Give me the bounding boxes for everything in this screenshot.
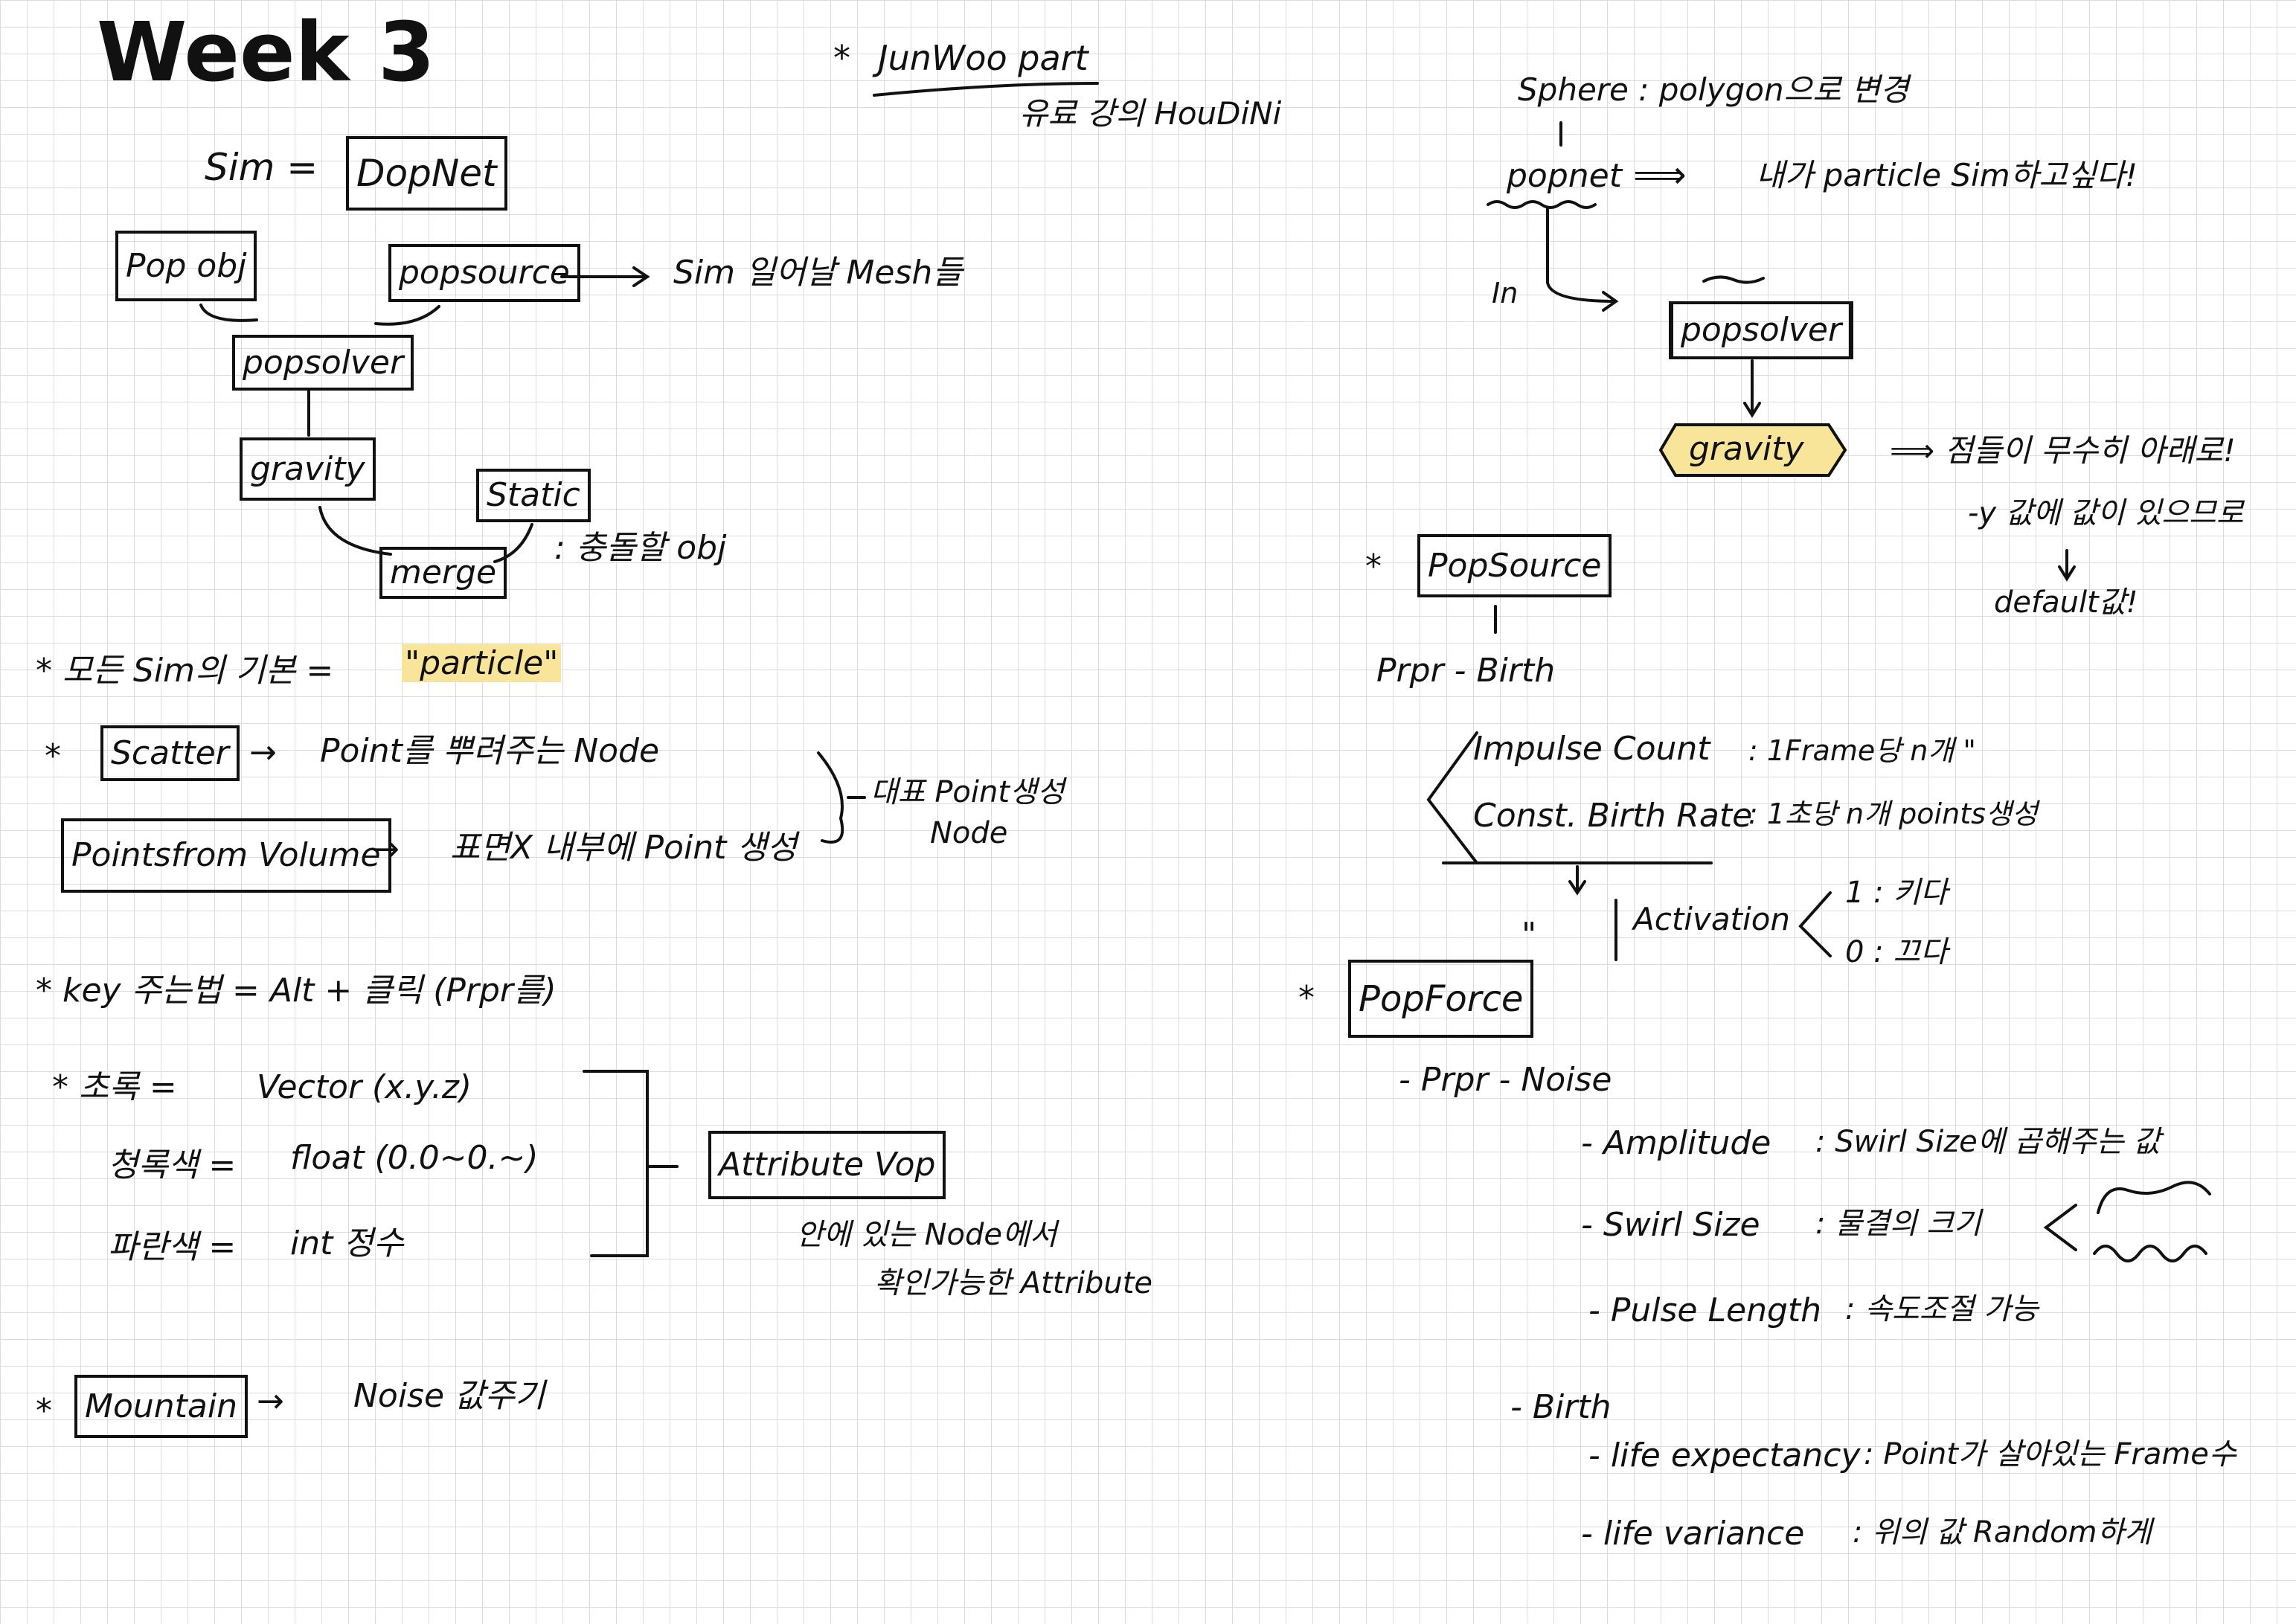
arrowhead-y-default xyxy=(2058,565,2076,582)
pulse-length-desc: : 속도조절 가능 xyxy=(1845,1292,2039,1326)
swirl-small-icon xyxy=(2093,1245,2207,1262)
in-label: In xyxy=(1492,277,1519,309)
gravity-node-shape xyxy=(1658,423,1847,477)
impulse-count-desc: : 1Frame당 n개 " xyxy=(1748,734,1976,767)
swirl-size-desc: : 물결의 크기 xyxy=(1815,1207,1981,1241)
connector-popobj-popsolver xyxy=(199,304,258,322)
noise-prpr: - Prpr - Noise xyxy=(1399,1061,1612,1099)
arrowhead-popnet-popsolver xyxy=(1602,291,1619,312)
static-box: Static xyxy=(476,469,591,522)
gravity-note: ⟹ 점들이 무수히 아래로! xyxy=(1890,432,2236,469)
activation-off: 0 : 끄다 xyxy=(1845,935,1948,969)
popnet-double-arrow: ⟹ xyxy=(1633,153,1687,196)
arrowhead-popsource-note xyxy=(632,266,650,287)
static-note: : 충돌할 obj xyxy=(554,529,727,567)
scatter-bullet: * xyxy=(45,737,61,775)
popnet-wavy-underline xyxy=(1487,200,1597,209)
connector-gravity-merge xyxy=(318,506,392,556)
brace-activation xyxy=(1798,891,1832,957)
life-variance-desc: : 위의 값 Random하게 xyxy=(1853,1515,2152,1550)
page-title: Week 3 xyxy=(97,4,435,100)
life-expectancy-label: - life expectancy xyxy=(1588,1437,1861,1474)
points-from-volume-desc: 표면X 내부에 Point 생성 xyxy=(450,829,798,867)
sim-equation-label: Sim = xyxy=(205,146,318,189)
popnet-label: popnet xyxy=(1507,157,1622,195)
y-value-note: -y 값에 값이 있으므로 xyxy=(1968,496,2244,530)
rep-node-line2: Node xyxy=(930,816,1008,850)
connector-static-merge xyxy=(493,523,533,563)
swirl-large-icon xyxy=(2097,1181,2211,1214)
connector-popsource-popsolver xyxy=(374,305,440,326)
attr-row-green-label: * 초록 = xyxy=(52,1068,177,1106)
arrowhead-popsolver-gravity xyxy=(1743,402,1761,418)
brace-birth-left xyxy=(1426,731,1478,864)
merge-box: merge xyxy=(379,547,507,599)
mountain-bullet: * xyxy=(36,1392,52,1430)
attribute-vop-box: Attribute Vop xyxy=(708,1131,946,1199)
points-from-volume-box: Pointsfrom Volume xyxy=(61,818,391,893)
swirl-size-label: - Swirl Size xyxy=(1581,1206,1760,1244)
particle-highlight: "particle" xyxy=(402,644,562,682)
scatter-box: Scatter xyxy=(100,725,240,781)
mountain-box: Mountain xyxy=(74,1375,248,1438)
attr-row-blue-value: int 정수 xyxy=(290,1225,404,1262)
life-expectancy-desc: : Point가 살아있는 Frame수 xyxy=(1864,1437,2236,1471)
pulse-length-label: - Pulse Length xyxy=(1588,1291,1822,1329)
popsource-bullet: * xyxy=(1365,548,1382,585)
birth-section: - Birth xyxy=(1510,1388,1612,1426)
attribute-vop-note-line1: 안에 있는 Node에서 xyxy=(796,1218,1057,1252)
pop-obj-box: Pop obj xyxy=(115,231,257,301)
life-variance-label: - life variance xyxy=(1581,1515,1805,1553)
popforce-box: PopForce xyxy=(1348,960,1534,1038)
particle-value: "particle" xyxy=(402,644,562,682)
popsource-box-left: popsource xyxy=(388,244,580,302)
connector-popnet-popsolver xyxy=(1546,207,1616,303)
scatter-arrow: → xyxy=(249,734,277,771)
impulse-count-label: Impulse Count xyxy=(1473,730,1710,768)
birth-prpr: Prpr - Birth xyxy=(1376,652,1556,690)
sphere-note: Sphere : polygon으로 변경 xyxy=(1518,71,1909,108)
header-underline xyxy=(873,82,1099,97)
attr-row-green-value: Vector (x.y.z) xyxy=(257,1068,472,1106)
attribute-vop-note-line2: 확인가능한 Attribute xyxy=(874,1266,1153,1300)
header-note-subtitle: 유료 강의 HouDiNi xyxy=(1019,95,1282,132)
amplitude-desc: : Swirl Size에 곱해주는 값 xyxy=(1815,1125,2161,1159)
header-note-title: JunWoo part xyxy=(878,38,1088,78)
gravity-label-right: gravity xyxy=(1689,430,1804,468)
rep-node-line1: 대표 Point생성 xyxy=(870,775,1065,809)
key-line: * key 주는법 = Alt + 클릭 (Prpr를) xyxy=(36,972,557,1010)
mountain-desc: Noise 값주기 xyxy=(353,1377,545,1415)
const-birth-rate-label: Const. Birth Rate xyxy=(1473,797,1753,835)
bracket-attr xyxy=(583,1070,649,1257)
amplitude-label: - Amplitude xyxy=(1581,1124,1771,1162)
points-from-volume-arrow: → xyxy=(372,830,400,868)
gravity-box-left: gravity xyxy=(240,437,376,501)
popforce-bullet: * xyxy=(1298,979,1315,1017)
scatter-desc: Point를 뿌려주는 Node xyxy=(320,732,660,770)
popsource-box-right: PopSource xyxy=(1417,534,1612,597)
attr-row-teal-label: 청록색 = xyxy=(108,1146,237,1184)
dopnet-box: DopNet xyxy=(346,136,507,211)
popsolver-box-left: popsolver xyxy=(232,335,414,391)
popsource-note-left: Sim 일어날 Mesh들 xyxy=(673,254,963,292)
arrowhead-birth-activation xyxy=(1568,880,1586,896)
default-note: default값! xyxy=(1994,585,2138,620)
attr-row-blue-label: 파란색 = xyxy=(108,1228,237,1266)
tilde-over-popsolver xyxy=(1702,275,1765,284)
popsolver-box-right: popsolver xyxy=(1669,301,1854,359)
brace-scatter-points xyxy=(817,751,844,844)
const-birth-rate-desc: : 1초당 n개 points생성 xyxy=(1748,797,2038,830)
attr-row-teal-value: float (0.0~0.~) xyxy=(290,1139,539,1177)
particle-line-prefix: * 모든 Sim의 기본 = xyxy=(36,652,334,690)
activation-on: 1 : 키다 xyxy=(1845,876,1948,910)
mountain-arrow: → xyxy=(257,1382,284,1420)
brace-swirl xyxy=(2043,1204,2077,1251)
popnet-note: 내가 particle Sim하고싶다! xyxy=(1756,157,2138,193)
header-bullet: * xyxy=(833,38,850,78)
activation-quote: " xyxy=(1521,916,1537,954)
activation-label: Activation xyxy=(1633,901,1791,937)
